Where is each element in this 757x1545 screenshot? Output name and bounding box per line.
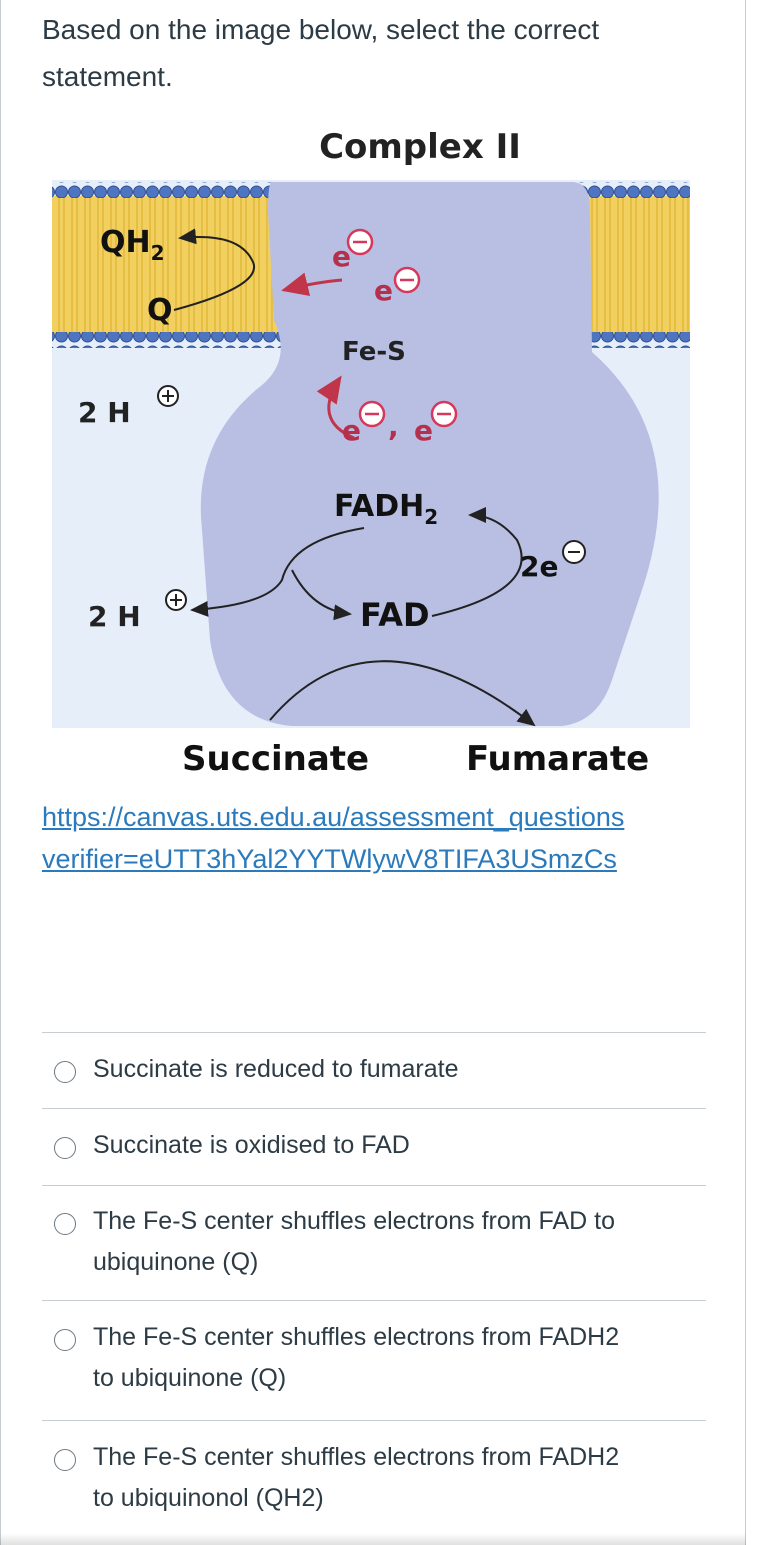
answer-label: Succinate is oxidised to FAD <box>93 1125 683 1166</box>
image-link-line2[interactable]: verifier=eUTT3hYal2YYTWlywV8TIFA3USmzCs <box>42 844 617 874</box>
answer-label: Succinate is reduced to fumarate <box>93 1049 683 1090</box>
panel-bottom-shadow <box>0 1533 746 1545</box>
q-label: Q <box>147 293 173 328</box>
radio-button[interactable] <box>54 1449 76 1471</box>
q-to-qh2-arrow <box>173 228 255 311</box>
fadh2-text: FADH <box>334 489 424 524</box>
h-mid-label: 2 H <box>88 600 141 633</box>
electron-label: e <box>374 274 393 307</box>
answer-option-2[interactable]: Succinate is oxidised to FAD <box>42 1108 706 1185</box>
fadh2-loop-arrow <box>291 569 352 621</box>
fadh2-release-arrow <box>190 527 365 617</box>
answer-list: Succinate is reduced to fumarate Succina… <box>42 1032 706 1540</box>
diagram-title: Complex II <box>319 127 521 167</box>
fad-to-fadh2-arrow <box>431 507 523 617</box>
radio-button[interactable] <box>54 1061 76 1083</box>
two-electron-label: 2e <box>520 550 558 583</box>
radio-button[interactable] <box>54 1137 76 1159</box>
electron-to-q-arrow <box>281 272 343 297</box>
succinate-to-fumarate-arrow <box>269 660 536 727</box>
fadh2-label: FADH2 <box>334 489 438 529</box>
answer-option-5[interactable]: The Fe-S center shuffles electrons from … <box>42 1420 706 1540</box>
image-link[interactable]: https://canvas.uts.edu.au/assessment_que… <box>42 796 706 886</box>
h-top-label: 2 H <box>78 396 131 429</box>
complex-ii-diagram: Complex II QH2 Q e e Fe-S 2 H e , e <box>52 127 690 779</box>
answer-text-line: to ubiquinone (Q) <box>93 1364 287 1392</box>
qh2-label: QH2 <box>100 225 165 265</box>
electron-label: e <box>332 240 351 273</box>
answer-option-1[interactable]: Succinate is reduced to fumarate <box>42 1032 706 1108</box>
fadh2-subscript: 2 <box>424 505 438 529</box>
fumarate-label: Fumarate <box>466 739 649 779</box>
answer-text-line: The Fe-S center shuffles electrons from … <box>93 1443 620 1471</box>
answer-text-line: ubiquinone (Q) <box>93 1248 259 1276</box>
answer-label: The Fe-S center shuffles electrons from … <box>93 1317 683 1399</box>
complex-ii-protein <box>200 182 659 726</box>
answer-text-line: to ubiquinonol (QH2) <box>93 1484 324 1512</box>
answer-label: The Fe-S center shuffles electrons from … <box>93 1201 683 1283</box>
qh2-text: QH <box>100 225 151 260</box>
fes-label: Fe-S <box>342 337 406 367</box>
answer-text-line: The Fe-S center shuffles electrons from … <box>93 1323 620 1351</box>
answer-option-3[interactable]: The Fe-S center shuffles electrons from … <box>42 1185 706 1300</box>
radio-button[interactable] <box>54 1213 76 1235</box>
qh2-subscript: 2 <box>151 241 165 265</box>
electron-curve-arrow <box>316 375 355 440</box>
complex-ii-figure: Complex II QH2 Q e e Fe-S 2 H e , e <box>42 120 702 800</box>
answer-text-line: Succinate is oxidised to FAD <box>93 1131 410 1159</box>
comma-separator: , <box>388 410 399 443</box>
fad-label: FAD <box>360 596 430 634</box>
answer-option-4[interactable]: The Fe-S center shuffles electrons from … <box>42 1300 706 1420</box>
image-link-line1[interactable]: https://canvas.uts.edu.au/assessment_que… <box>42 802 625 832</box>
electron-label: e <box>342 414 361 447</box>
succinate-label: Succinate <box>182 739 369 779</box>
radio-button[interactable] <box>54 1329 76 1351</box>
answer-text-line: The Fe-S center shuffles electrons from … <box>93 1207 615 1235</box>
answer-label: The Fe-S center shuffles electrons from … <box>93 1437 683 1519</box>
electron-label: e <box>414 414 433 447</box>
question-text: Based on the image below, select the cor… <box>42 14 600 92</box>
answer-text-line: Succinate is reduced to fumarate <box>93 1055 459 1083</box>
